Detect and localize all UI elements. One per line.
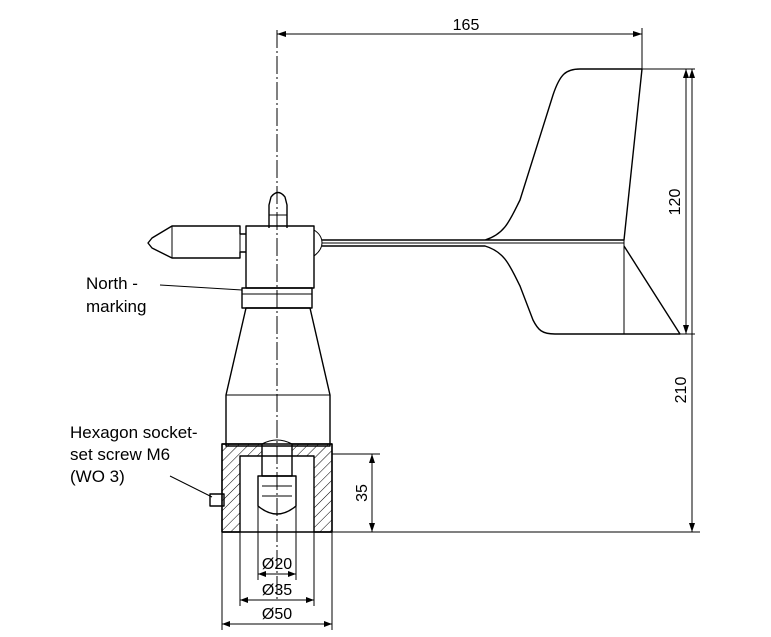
hub-top-nub — [268, 191, 288, 228]
dim-diameter-50: Ø50 — [262, 606, 292, 623]
north-marking-label-line1: North - — [86, 274, 138, 293]
counterweight-nose — [147, 225, 246, 259]
dim-overall-width: 165 — [453, 17, 480, 34]
tail-fin — [321, 68, 643, 241]
dim-diameter-20: Ø20 — [262, 556, 292, 573]
tail-fin-lower — [322, 245, 681, 335]
hub-body — [245, 225, 315, 289]
screw-label-line2: set screw M6 — [70, 445, 170, 464]
dim-total-height: 210 — [673, 377, 690, 404]
dim-base-height: 35 — [354, 484, 371, 502]
dim-vane-height: 120 — [667, 189, 684, 216]
screw-label-line3: (WO 3) — [70, 467, 125, 486]
conical-housing — [225, 307, 331, 447]
screw-label-line1: Hexagon socket- — [70, 423, 198, 442]
base-hatched — [221, 443, 263, 533]
set-screw — [209, 493, 225, 507]
north-marking-label-line2: marking — [86, 297, 146, 316]
dim-diameter-35: Ø35 — [262, 582, 292, 599]
